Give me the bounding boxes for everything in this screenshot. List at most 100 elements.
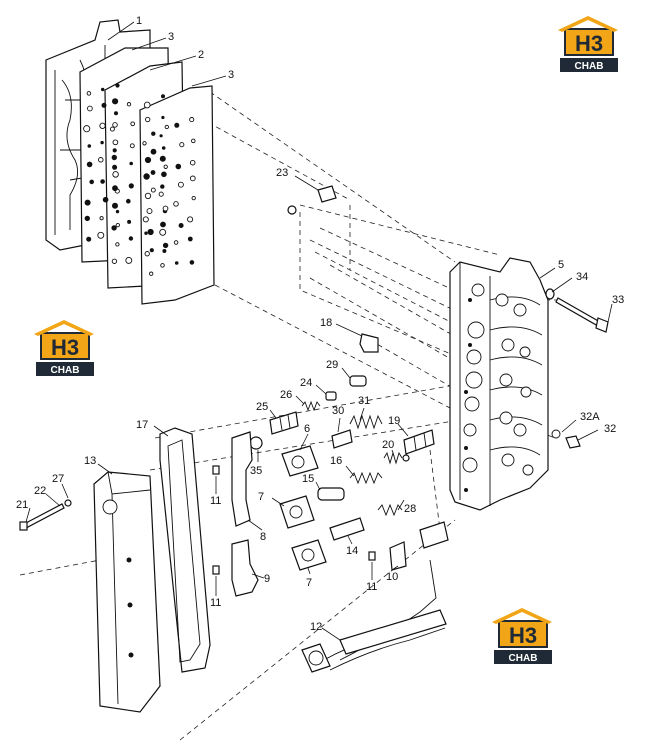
clip bbox=[317, 185, 337, 203]
plate-hole bbox=[177, 181, 184, 188]
plate-hole bbox=[112, 164, 118, 170]
plate-hole bbox=[175, 163, 182, 170]
spring-medium bbox=[383, 451, 403, 465]
plate-hole bbox=[87, 144, 92, 148]
screw bbox=[368, 551, 376, 561]
plate-hole bbox=[189, 159, 196, 166]
plate-hole bbox=[84, 215, 91, 222]
callout-10: 10 bbox=[386, 571, 398, 583]
separator-gasket-front bbox=[139, 85, 215, 305]
callout-19: 19 bbox=[388, 415, 400, 427]
pin bbox=[325, 391, 337, 401]
callout-20: 20 bbox=[382, 439, 394, 451]
plate-hole bbox=[144, 192, 152, 200]
plate-hole bbox=[102, 196, 109, 203]
callout-32A: 32A bbox=[580, 411, 600, 423]
plate-hole bbox=[115, 83, 120, 88]
plate-hole bbox=[142, 216, 149, 223]
plate-hole bbox=[101, 87, 105, 92]
callout-labels: 1 3 2 3 23 5 34 33 18 29 24 26 25 30 31 … bbox=[16, 15, 624, 633]
plate-hole bbox=[83, 125, 91, 133]
bolt bbox=[555, 297, 609, 333]
plate-holes bbox=[83, 83, 196, 276]
logo-letters: H3 bbox=[509, 623, 537, 648]
logo-caption: CHAB bbox=[509, 653, 538, 664]
plate-hole bbox=[130, 121, 136, 127]
screw bbox=[212, 565, 220, 575]
plate-hole bbox=[142, 141, 147, 146]
valve-cover bbox=[93, 471, 161, 713]
plate-hole bbox=[149, 248, 154, 253]
logo-caption: CHAB bbox=[575, 61, 604, 72]
spool bbox=[329, 517, 365, 541]
plate-hole bbox=[161, 115, 165, 120]
plate-hole bbox=[189, 117, 195, 123]
plate-hole bbox=[112, 98, 119, 105]
logo-caption: CHAB bbox=[51, 365, 80, 376]
cover-gasket bbox=[159, 427, 211, 673]
spring-large bbox=[349, 414, 383, 430]
plate-hole bbox=[144, 156, 152, 164]
plate-hole bbox=[87, 105, 93, 112]
plate-hole bbox=[174, 122, 180, 128]
plate-hole bbox=[115, 209, 120, 214]
plate-hole bbox=[189, 175, 196, 182]
washer bbox=[545, 288, 555, 300]
logo-letters: H3 bbox=[51, 335, 79, 360]
plate-hole bbox=[112, 122, 118, 128]
plate-hole bbox=[128, 183, 134, 189]
callout-17: 17 bbox=[136, 419, 148, 431]
callout-12: 12 bbox=[310, 621, 322, 633]
watermark-logo-middle-left: H3 CHAB bbox=[34, 320, 94, 376]
callout-26: 26 bbox=[280, 389, 292, 401]
plate-hole bbox=[161, 94, 165, 99]
bracket-upper bbox=[231, 431, 253, 527]
plate-hole bbox=[112, 185, 118, 192]
plunger bbox=[349, 375, 367, 387]
valve-spool bbox=[269, 411, 299, 435]
plate-hole bbox=[112, 202, 118, 209]
plate-hole bbox=[160, 184, 165, 189]
plate-hole bbox=[143, 101, 151, 109]
logo-letters: H3 bbox=[575, 31, 603, 56]
callout-5: 5 bbox=[558, 259, 564, 271]
callout-16: 16 bbox=[330, 455, 342, 467]
callout-32: 32 bbox=[604, 423, 616, 435]
plate-hole bbox=[129, 161, 133, 166]
plate-hole bbox=[150, 170, 156, 175]
plate-hole bbox=[173, 240, 179, 245]
plate-hole bbox=[99, 122, 106, 129]
plate-hole bbox=[149, 271, 154, 276]
plate-hole bbox=[144, 231, 148, 235]
plate-hole bbox=[162, 249, 167, 253]
sensor bbox=[389, 521, 449, 571]
plate-hole bbox=[112, 171, 119, 178]
plate-hole bbox=[143, 173, 150, 180]
plug bbox=[551, 429, 581, 449]
plate-hole bbox=[115, 222, 120, 228]
callout-23: 23 bbox=[276, 167, 288, 179]
plate-hole bbox=[111, 154, 118, 161]
plate-hole bbox=[111, 258, 118, 264]
valve-spool-long bbox=[403, 429, 435, 455]
plate-hole bbox=[150, 148, 157, 155]
callout-21: 21 bbox=[16, 499, 28, 511]
solenoid-lower bbox=[291, 539, 327, 571]
plate-hole bbox=[191, 195, 196, 201]
plate-hole bbox=[162, 242, 169, 249]
plate-hole bbox=[164, 124, 169, 130]
plate-hole bbox=[99, 216, 104, 221]
plate-hole bbox=[146, 208, 153, 215]
callout-15: 15 bbox=[302, 473, 314, 485]
callout-2: 2 bbox=[198, 49, 204, 61]
main-valve-body bbox=[449, 257, 549, 511]
callout-24: 24 bbox=[300, 377, 312, 389]
callout-6: 6 bbox=[304, 423, 310, 435]
plate-hole bbox=[160, 263, 165, 268]
plate-hole bbox=[158, 191, 164, 197]
watermark-logo-bottom-right: H3 CHAB bbox=[492, 608, 552, 664]
plate-hole bbox=[86, 236, 92, 242]
plate-hole bbox=[86, 161, 93, 168]
plate-hole bbox=[98, 157, 104, 163]
